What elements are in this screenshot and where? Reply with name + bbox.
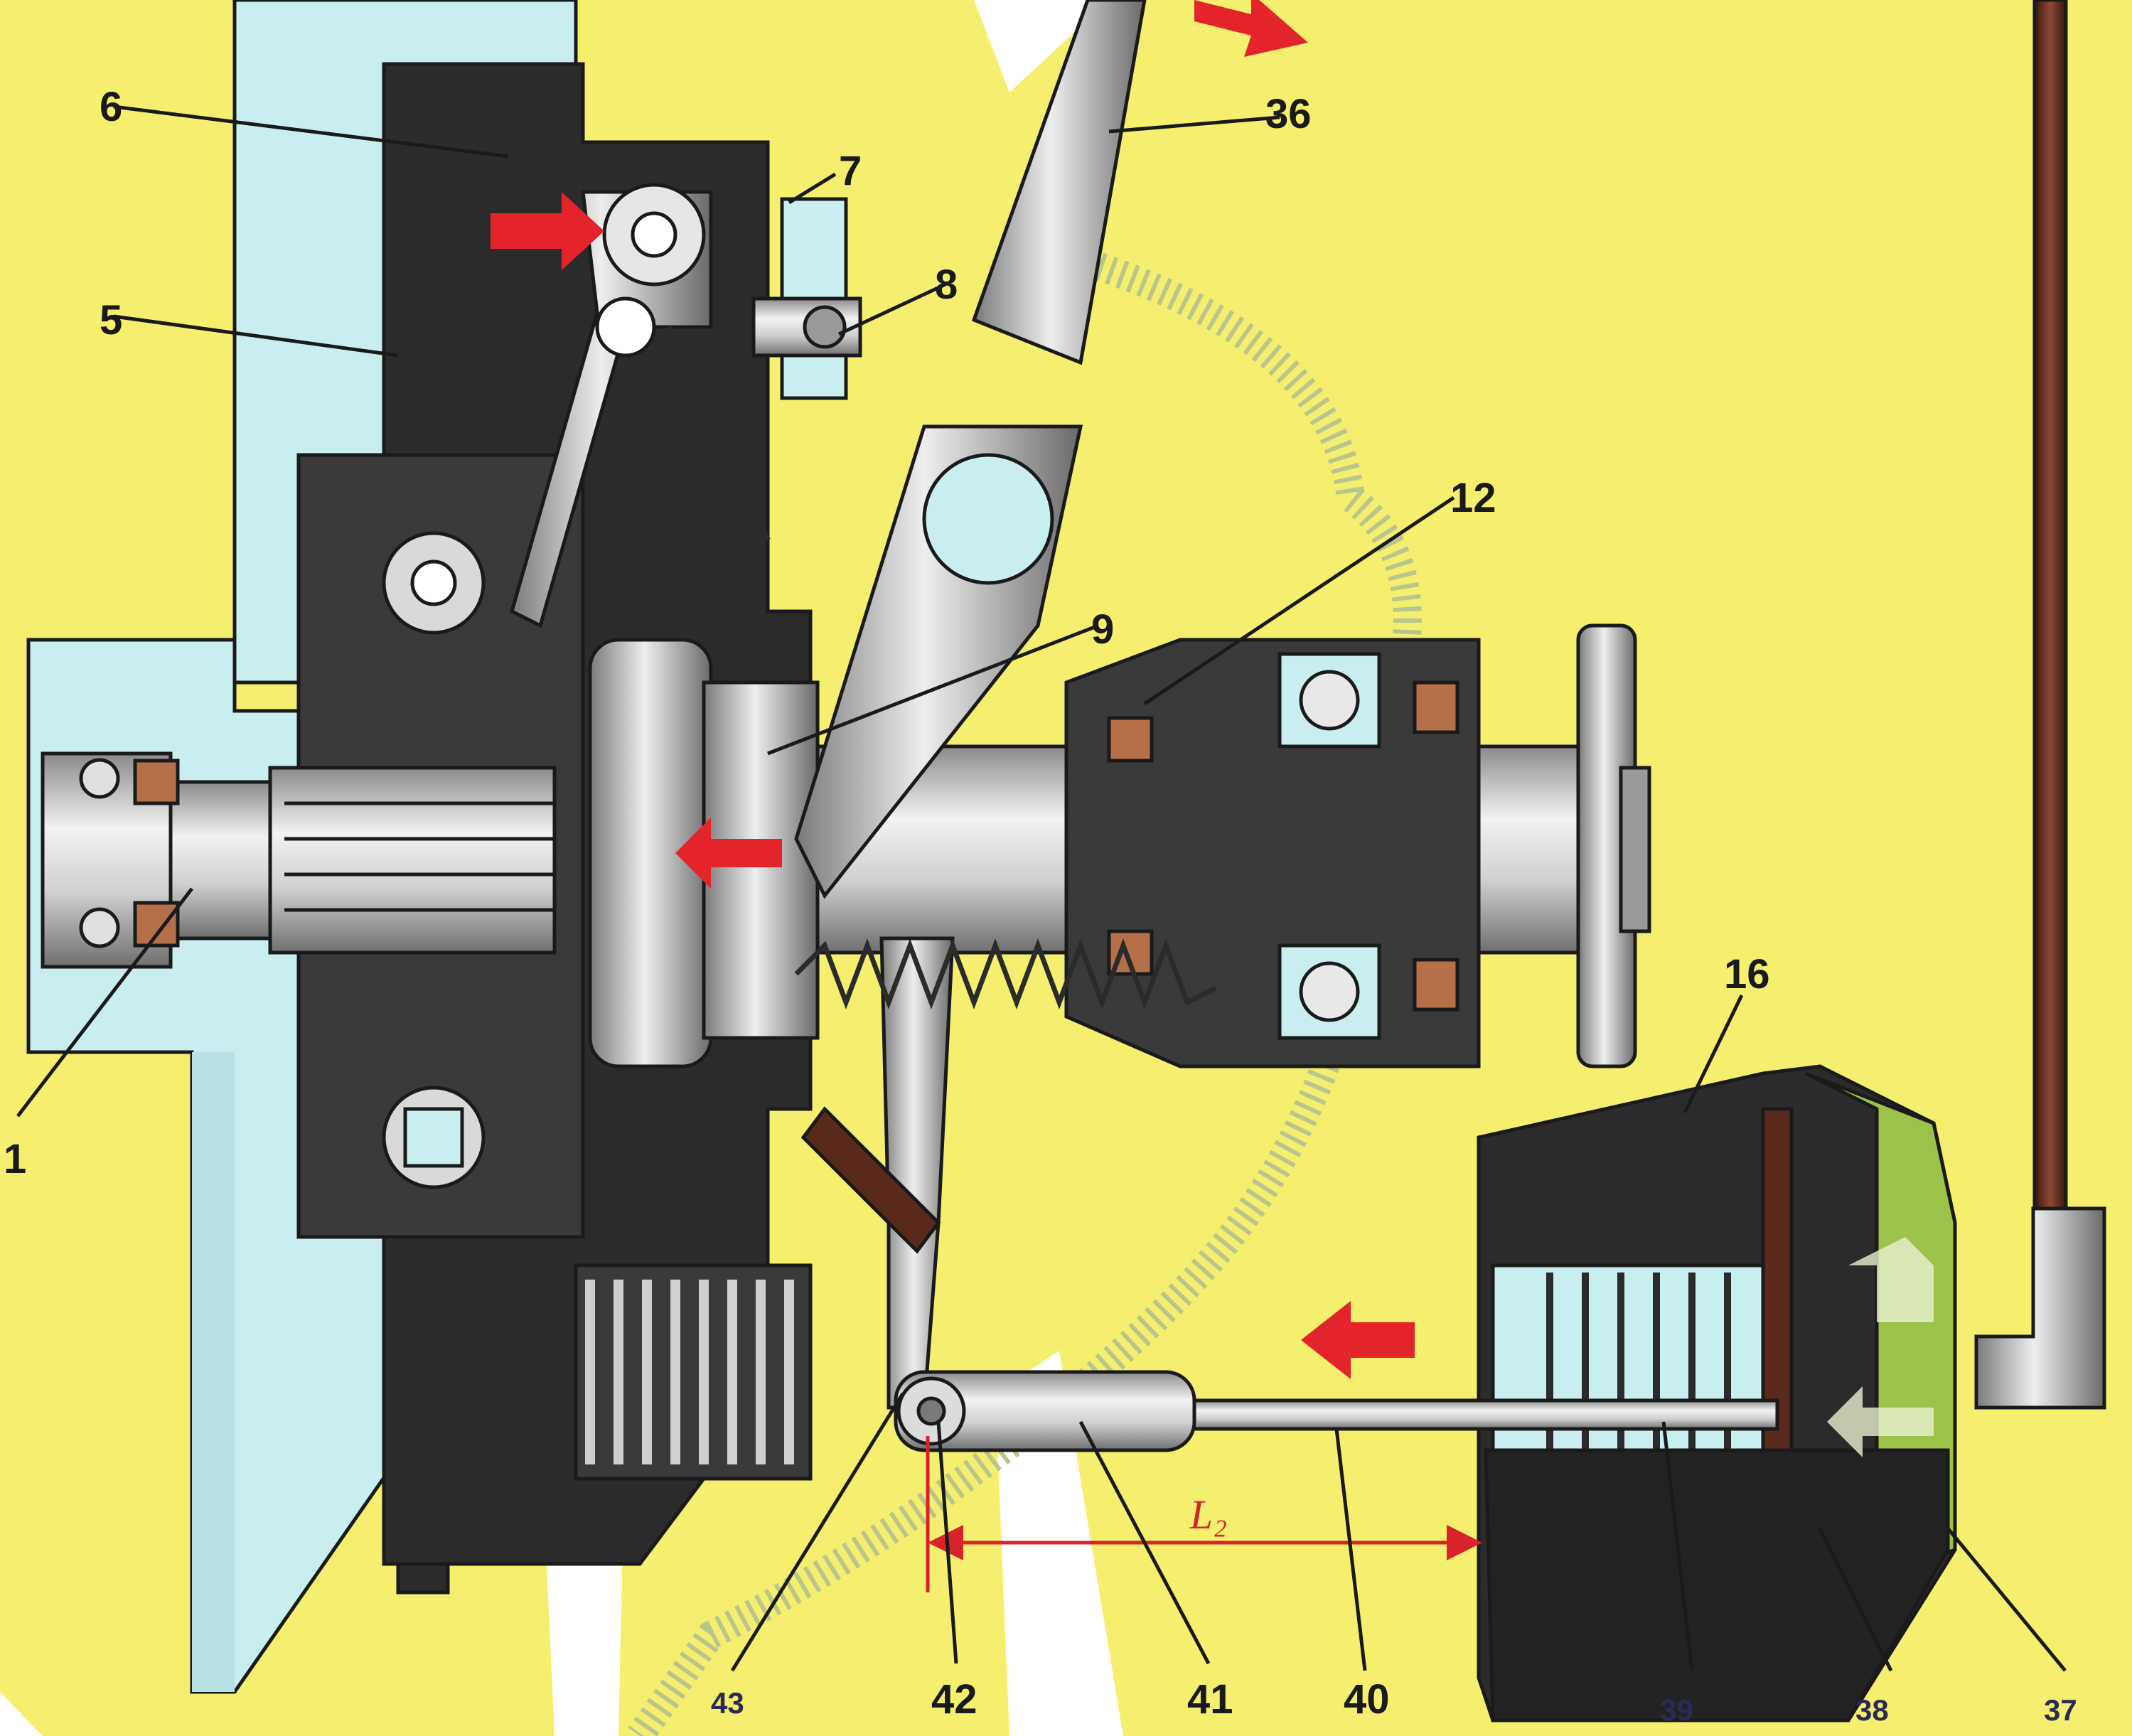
label-42: 42 [931,1676,977,1722]
arrow-air-upper [1848,1237,1934,1322]
label-5: 5 [100,297,122,343]
spline-hub [268,766,557,955]
part-labels: 6 5 7 8 9 12 16 36 1 37 38 39 40 41 42 4… [4,84,2077,1727]
label-1: 1 [4,1136,26,1182]
damper-spring-lower [382,1086,486,1189]
arrow-top-right [1194,0,1308,57]
release-lever [510,183,771,628]
label-12: 12 [1450,475,1496,521]
label-37: 37 [2044,1693,2077,1727]
label-6: 6 [100,84,122,130]
label-39: 39 [1660,1693,1693,1727]
arrow-bearing [675,818,782,889]
label-41: 41 [1187,1676,1233,1722]
arrow-cylinder [1301,1301,1415,1379]
cover-bolt [751,197,862,400]
force-arrows [491,0,1934,1457]
label-7: 7 [839,148,862,194]
shaft-bearing [79,758,180,948]
damper-spring-upper [382,531,486,635]
pressure-spring [574,1263,813,1481]
label-16: 16 [1724,951,1770,997]
arrow-air-lower [1827,1386,1934,1457]
label-36: 36 [1265,91,1312,137]
push-rod [894,1370,1779,1452]
l2-dimension: L₂ [926,1436,1482,1592]
input-shaft [41,751,557,969]
return-spring [794,938,1217,1009]
pedal-arm [971,0,1147,365]
l2-dimension-label: L₂ [1189,1491,1227,1538]
label-43: 43 [711,1686,744,1720]
label-8: 8 [935,262,958,308]
label-40: 40 [1344,1676,1390,1722]
label-9: 9 [1091,606,1114,653]
pneumatic-cylinder [1477,1064,1957,1722]
push-rod-pipe-short [800,1106,941,1254]
bearing-housing [1064,638,1481,1068]
leader-lines [16,105,2067,1672]
air-pipe [1974,0,2106,1410]
arrow-release-lever [491,192,604,270]
label-38: 38 [1855,1693,1889,1727]
